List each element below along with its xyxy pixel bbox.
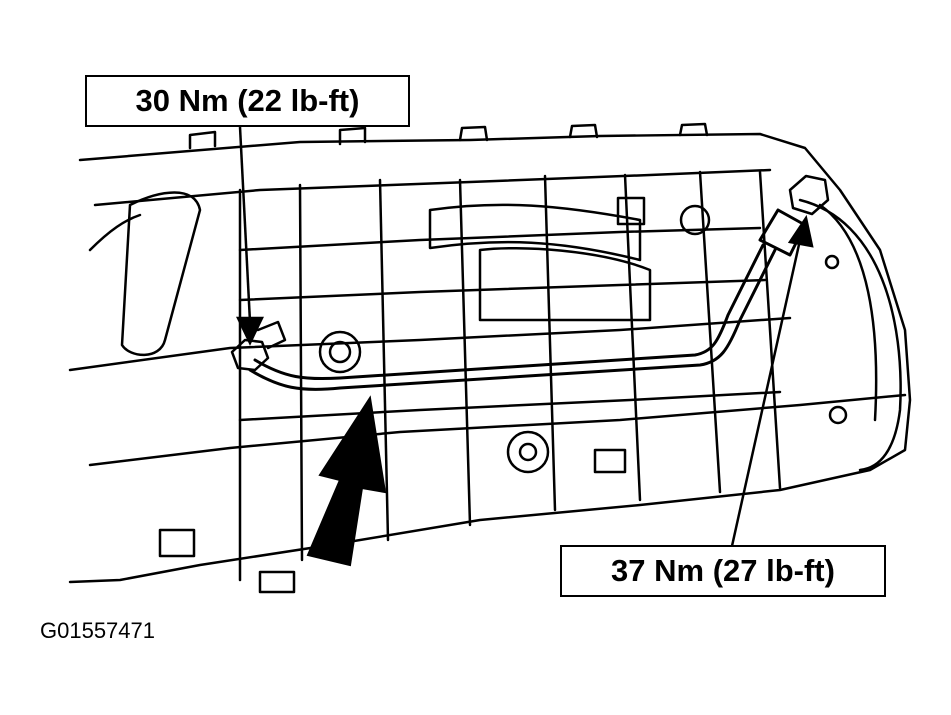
bolt-heads <box>158 196 848 594</box>
callout-leaders <box>236 126 814 547</box>
leader-arrowhead-left <box>236 316 264 346</box>
figure-id: G01557471 <box>40 618 155 643</box>
line-fittings <box>230 174 830 372</box>
leader-arrowhead-right <box>787 214 814 248</box>
torque-callout-left: 30 Nm (22 lb-ft) <box>85 75 410 127</box>
direction-arrow <box>306 395 387 567</box>
torque-callout-right: 37 Nm (27 lb-ft) <box>560 545 886 597</box>
transmission-case <box>68 122 912 584</box>
